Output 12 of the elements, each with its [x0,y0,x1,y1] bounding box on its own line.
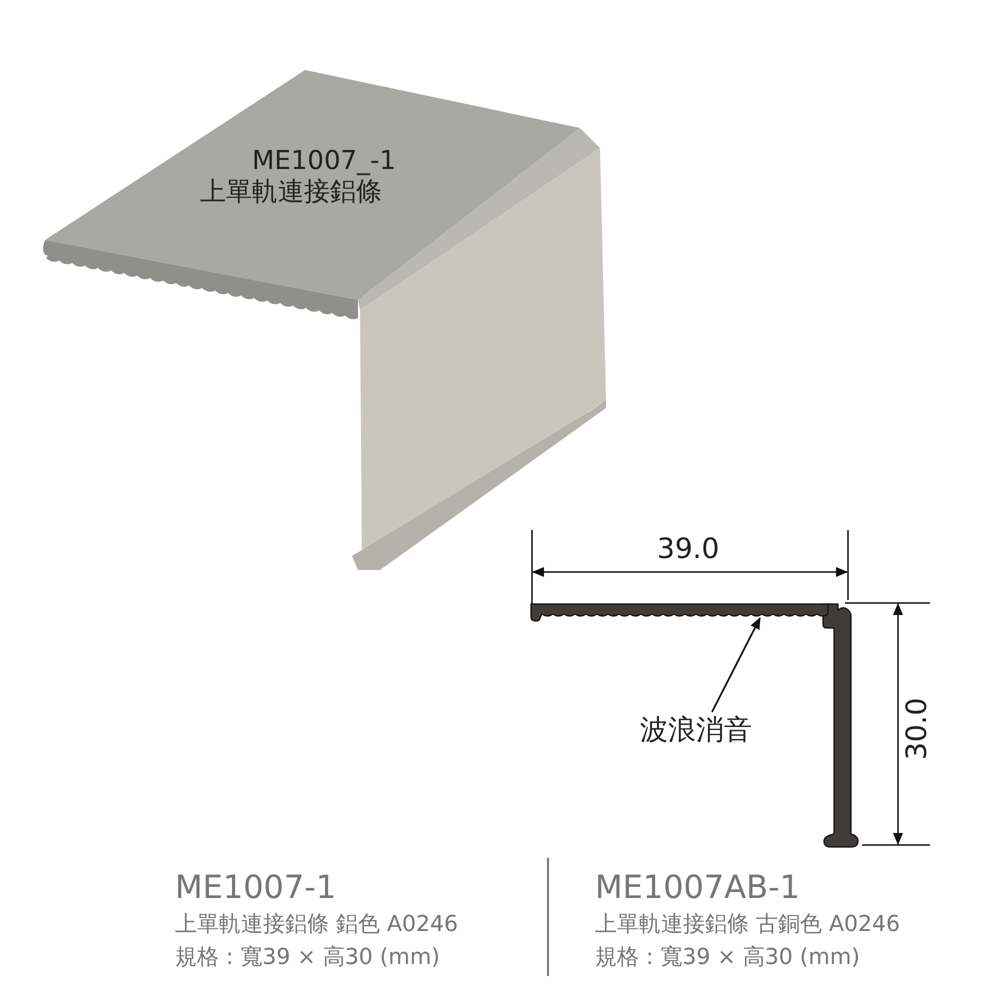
label-text: 規格 : 寬39 × 高30 (mm) [595,946,860,970]
label-text: 規格 : 寬39 × 高30 (mm) [175,946,440,970]
label-text: 30.0 [902,698,933,760]
label-text: ME1007_-1 [252,147,396,176]
label-text: 上單軌連接鋁條 [200,178,382,207]
label-text: ME1007AB-1 [595,870,800,906]
label-text: 上單軌連接鋁條 古銅色 A0246 [595,913,900,938]
label-text: ME1007-1 [175,870,336,906]
leader-line [711,617,761,712]
callout-text: 波浪消音 [640,712,790,748]
label-text: 上單軌連接鋁條 鋁色 A0246 [175,913,458,938]
label-text: 39.0 [657,534,720,565]
